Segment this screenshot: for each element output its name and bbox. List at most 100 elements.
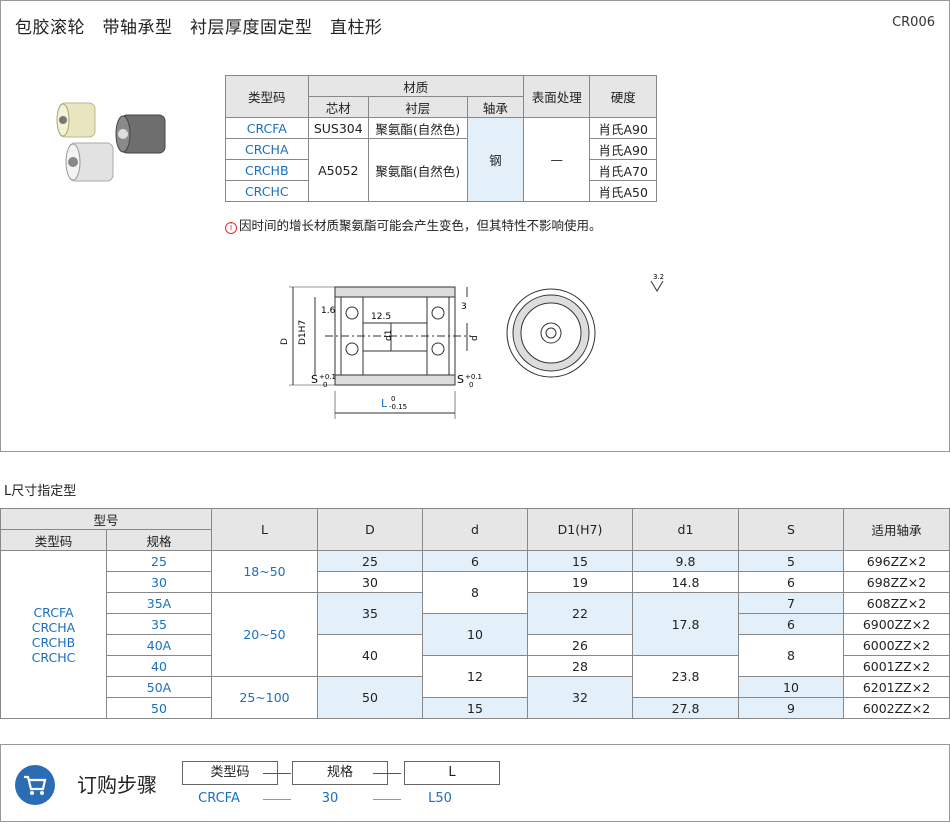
th-lining: 衬层 <box>367 96 468 118</box>
dim-L: L <box>381 397 388 410</box>
page-title: 包胶滚轮 带轴承型 衬层厚度固定型 直柱形 <box>15 18 383 38</box>
th-type: 类型码 <box>0 529 107 551</box>
S-cell: 9 <box>738 697 844 719</box>
S-cell: 10 <box>738 676 844 698</box>
th-spec: 规格 <box>106 529 212 551</box>
separator <box>263 799 291 800</box>
hardness-cell: 肖氏A90 <box>589 117 657 139</box>
D-cell: 30 <box>317 571 423 593</box>
d1-cell: 14.8 <box>632 571 739 593</box>
type-code-link[interactable]: CRCHA <box>225 138 309 160</box>
th-surface: 表面处理 <box>523 75 591 118</box>
bearing-cell: 6002ZZ×2 <box>843 697 950 719</box>
S-cell: 6 <box>738 571 844 593</box>
S-cell: 6 <box>738 613 844 635</box>
roughness-125: 12.5 <box>371 312 391 322</box>
type-code-link[interactable]: CRCHC <box>31 649 76 665</box>
S-cell: 7 <box>738 592 844 614</box>
dim-L-tol-top: 0 <box>391 395 395 403</box>
type-code-link[interactable]: CRCHB <box>225 159 309 181</box>
th-d: d <box>422 508 528 551</box>
spec-link[interactable]: 40A <box>106 634 212 656</box>
hardness-cell: 肖氏A70 <box>589 159 657 181</box>
L-range: 20~50 <box>211 592 318 677</box>
core-cell: SUS304 <box>307 117 369 139</box>
dim-S: S <box>457 373 464 386</box>
spec-link[interactable]: 25 <box>106 550 212 572</box>
th-D: D <box>317 508 423 551</box>
separator <box>373 773 401 774</box>
order-value-L: L50 <box>428 791 452 806</box>
d-cell: 8 <box>422 571 528 614</box>
th-d1: d1 <box>632 508 739 551</box>
roughness-16: 1.6 <box>321 306 336 316</box>
material-table: 类型码 材质 表面处理 硬度 芯材 衬层 轴承 CRCFA SUS304 聚氨酯… <box>225 75 657 202</box>
L-range: 18~50 <box>211 550 318 593</box>
bearing-cell: 696ZZ×2 <box>843 550 950 572</box>
d1-cell: 27.8 <box>632 697 739 719</box>
d-cell: 10 <box>422 613 528 656</box>
order-value-spec: 30 <box>321 791 339 806</box>
D-cell: 25 <box>317 550 423 572</box>
type-codes: CRCFA CRCHA CRCHB CRCHC <box>0 550 107 719</box>
D1-cell: 19 <box>527 571 633 593</box>
hardness-cell: 肖氏A90 <box>589 138 657 160</box>
th-bearing: 适用轴承 <box>843 508 950 551</box>
S-cell: 5 <box>738 550 844 572</box>
spec-link[interactable]: 35 <box>106 613 212 635</box>
type-code-link[interactable]: CRCHB <box>31 634 76 650</box>
cart-icon <box>15 765 55 805</box>
dim-d: d <box>470 335 480 341</box>
section-title: L尺寸指定型 <box>4 484 77 499</box>
th-S: S <box>738 508 844 551</box>
D-cell: 35 <box>317 592 423 635</box>
spec-link[interactable]: 40 <box>106 655 212 677</box>
th-type: 类型码 <box>225 75 309 118</box>
th-bearing: 轴承 <box>466 96 525 118</box>
d1-cell: 17.8 <box>632 592 739 656</box>
type-code-link[interactable]: CRCHC <box>225 180 309 202</box>
th-D1: D1(H7) <box>527 508 633 551</box>
order-box-L: L <box>404 761 500 785</box>
d1-cell: 23.8 <box>632 655 739 698</box>
dim-S-tol-bot: 0 <box>323 381 327 389</box>
info-icon: i <box>225 222 237 234</box>
bearing-cell: 698ZZ×2 <box>843 571 950 593</box>
product-code: CR006 <box>892 15 935 30</box>
spec-link[interactable]: 30 <box>106 571 212 593</box>
type-code-link[interactable]: CRCFA <box>225 117 309 139</box>
dim-S-tol-top: +0.1 <box>319 373 336 381</box>
type-code-link[interactable]: CRCFA <box>33 604 74 620</box>
th-model: 型号 <box>0 508 212 530</box>
bearing-cell: 608ZZ×2 <box>843 592 950 614</box>
technical-drawing: D D1H7 d1 d 3 1.6 12.5 S +0.1 0 S +0.1 0… <box>280 273 664 419</box>
surface-cell: — <box>523 117 591 202</box>
order-title: 订购步骤 <box>77 773 157 797</box>
dim-L-tol-bot: -0.15 <box>389 403 407 411</box>
d-cell: 15 <box>422 697 528 719</box>
dim-S-tol-top: +0.1 <box>465 373 482 381</box>
S-cell: 8 <box>738 634 844 677</box>
dim-d1: d1 <box>384 330 394 341</box>
product-panel: 包胶滚轮 带轴承型 衬层厚度固定型 直柱形 CR006 类型码 材质 表面处理 … <box>0 0 950 452</box>
type-code-link[interactable]: CRCHA <box>31 619 76 635</box>
dimension-table: 型号 L D d D1(H7) d1 S 适用轴承 类型码 规格 CRCFA C… <box>0 508 950 719</box>
d-cell: 6 <box>422 550 528 572</box>
dim-D1: D1H7 <box>298 320 308 345</box>
dim-3: 3 <box>461 302 467 312</box>
spec-link[interactable]: 35A <box>106 592 212 614</box>
spec-link[interactable]: 50 <box>106 697 212 719</box>
th-material: 材质 <box>307 75 525 97</box>
hardness-cell: 肖氏A50 <box>589 180 657 202</box>
spec-link[interactable]: 50A <box>106 676 212 698</box>
bearing-cell: 6201ZZ×2 <box>843 676 950 698</box>
L-range: 25~100 <box>211 676 318 719</box>
d1-cell: 9.8 <box>632 550 739 572</box>
D-cell: 50 <box>317 676 423 719</box>
dim-D: D <box>280 338 290 345</box>
lining-cell: 聚氨酯(自然色) <box>367 117 468 139</box>
D1-cell: 26 <box>527 634 633 656</box>
dim-S-tol-bot: 0 <box>469 381 473 389</box>
dim-S: S <box>311 373 318 386</box>
